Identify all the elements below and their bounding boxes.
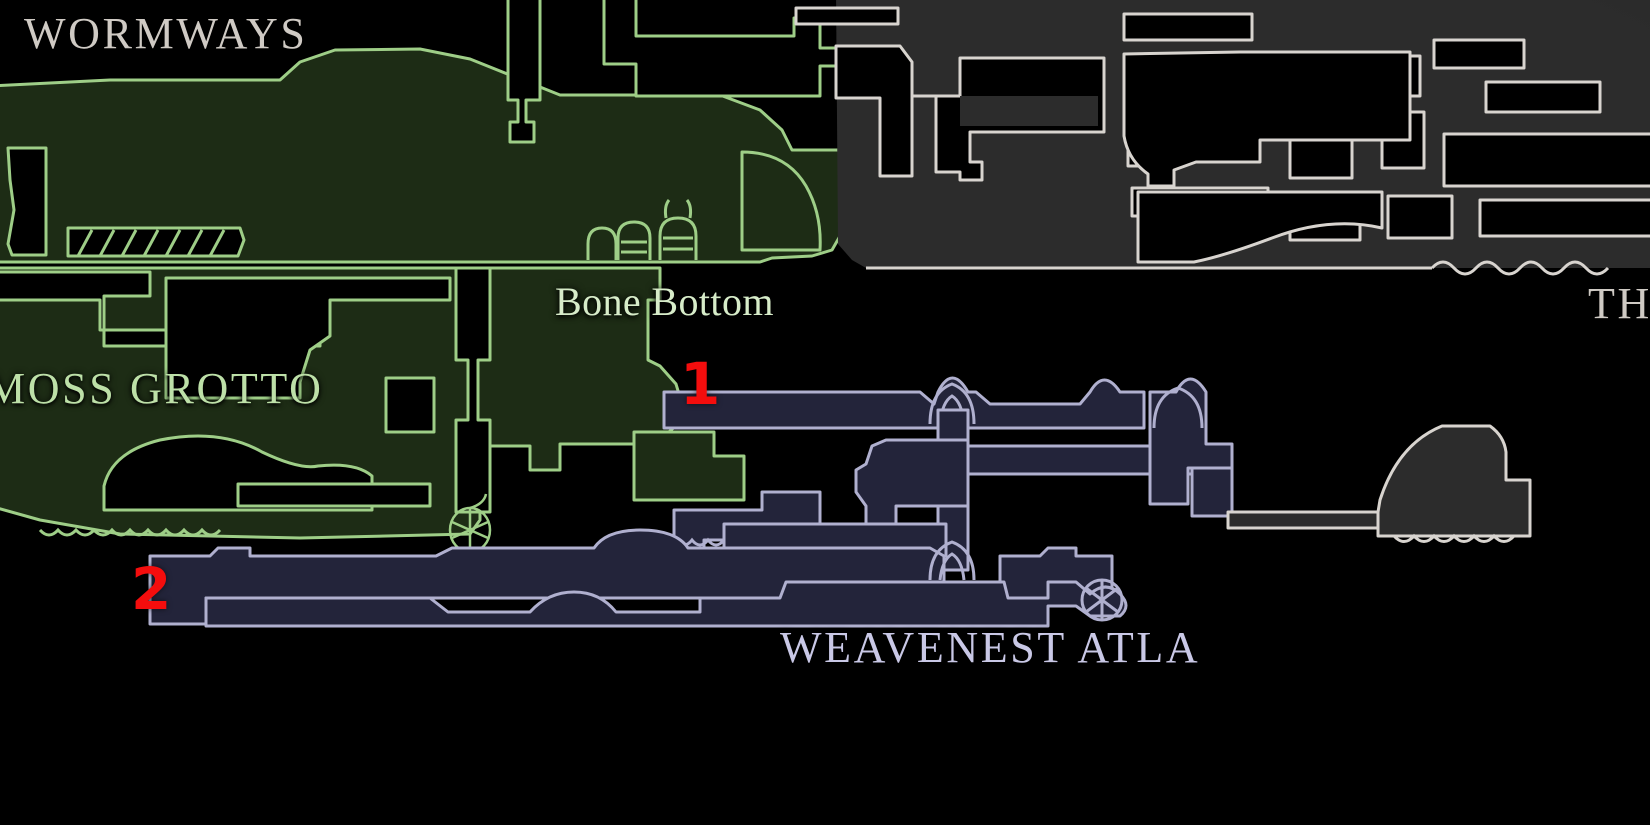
region-wormways-gray[interactable] xyxy=(794,0,1650,276)
green-cocoon-cluster xyxy=(586,199,698,260)
green-bottom-fringe xyxy=(38,527,222,537)
green-lower-corridor-b xyxy=(164,276,452,400)
blue-to-gray-link xyxy=(1190,466,1234,518)
blue-right-tail xyxy=(1148,377,1234,506)
gray-lower-room xyxy=(1136,190,1384,264)
blue-top-corridor xyxy=(662,376,1146,430)
green-lower-slot xyxy=(236,482,432,508)
green-lower-vertical-shaft xyxy=(454,266,492,514)
green-upper-shaft xyxy=(506,0,542,144)
green-upper-bulge xyxy=(740,150,822,252)
blue-lower-arches xyxy=(928,540,976,581)
east-gray-chamber xyxy=(1376,424,1532,538)
map-marker-1[interactable]: 1 xyxy=(680,350,721,418)
green-upper-mass xyxy=(0,47,842,264)
green-connector-to-blue xyxy=(632,430,746,502)
blue-right-tail-arch xyxy=(1152,386,1204,429)
gray-bottom-fringe xyxy=(1430,260,1610,276)
east-gray-connector xyxy=(1226,510,1382,530)
region-moss-grotto[interactable] xyxy=(0,0,844,554)
green-hatched-strip xyxy=(66,226,246,258)
region-weavenest-atla[interactable] xyxy=(148,376,1234,628)
green-upper-room-left xyxy=(6,146,48,257)
blue-bottom-slab xyxy=(204,580,1128,628)
blue-web-node xyxy=(1080,578,1124,622)
green-lower-room-pocket xyxy=(384,376,436,434)
gray-arch-shape xyxy=(1122,50,1412,188)
region-east-gray[interactable] xyxy=(1226,424,1532,543)
blue-lower-corridor xyxy=(148,528,1114,626)
east-gray-fringe xyxy=(1392,533,1516,543)
map-marker-2[interactable]: 2 xyxy=(131,555,172,623)
